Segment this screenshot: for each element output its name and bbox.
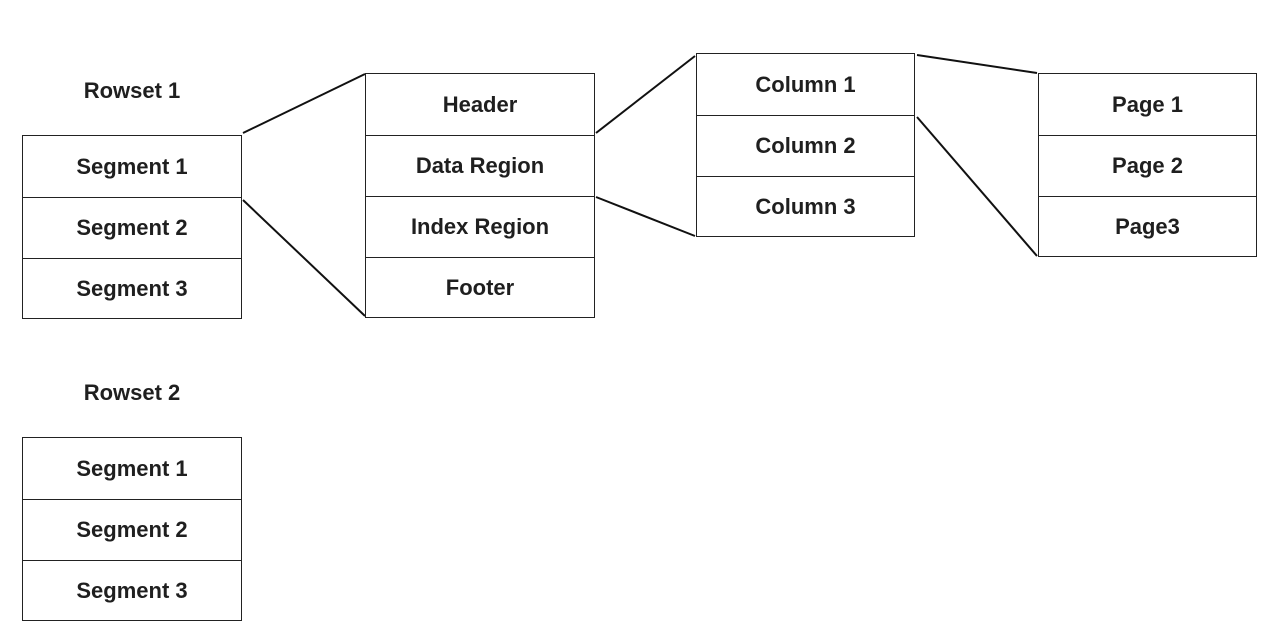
connector-column1-to-page1 (916, 54, 1038, 74)
rowset-2-title: Rowset 2 (83, 380, 181, 405)
connector-data-region-to-column1 (595, 55, 696, 134)
column-2[interactable]: Column 2 (697, 115, 914, 176)
connector-column2-to-page3 (916, 116, 1038, 257)
page-3[interactable]: Page3 (1039, 196, 1256, 257)
segment-detail-structure: Header Data Region Index Region Footer (365, 73, 595, 318)
column-3[interactable]: Column 3 (697, 176, 914, 237)
segment-header[interactable]: Header (442, 91, 518, 117)
rowset-1-title: Rowset 1 (83, 78, 181, 103)
page-1[interactable]: Page 1 (1112, 91, 1183, 117)
rowset-2-segment-1[interactable]: Segment 1 (76, 455, 188, 481)
column-1[interactable]: Column 1 (755, 71, 856, 97)
data-region-columns: Column 1 Column 2 Column 3 (696, 53, 915, 237)
connector-segment1-to-footer (242, 199, 366, 317)
rowset-1-segment-1[interactable]: Segment 1 (76, 153, 188, 179)
rowset-1-segment-3[interactable]: Segment 3 (23, 258, 241, 319)
page-2[interactable]: Page 2 (1039, 135, 1256, 196)
rowset-2-segment-2[interactable]: Segment 2 (23, 499, 241, 560)
rowset-2-segments: Segment 1 Segment 2 Segment 3 (22, 437, 242, 621)
rowset-1-segments: Segment 1 Segment 2 Segment 3 (22, 135, 242, 319)
connector-segment1-to-header (242, 73, 366, 134)
rowset-2-segment-3[interactable]: Segment 3 (23, 560, 241, 621)
segment-footer[interactable]: Footer (366, 257, 594, 318)
segment-index-region[interactable]: Index Region (366, 196, 594, 257)
column-pages: Page 1 Page 2 Page3 (1038, 73, 1257, 257)
segment-data-region[interactable]: Data Region (366, 135, 594, 196)
rowset-1-segment-2[interactable]: Segment 2 (23, 197, 241, 258)
connector-data-region-to-column3 (595, 196, 696, 237)
